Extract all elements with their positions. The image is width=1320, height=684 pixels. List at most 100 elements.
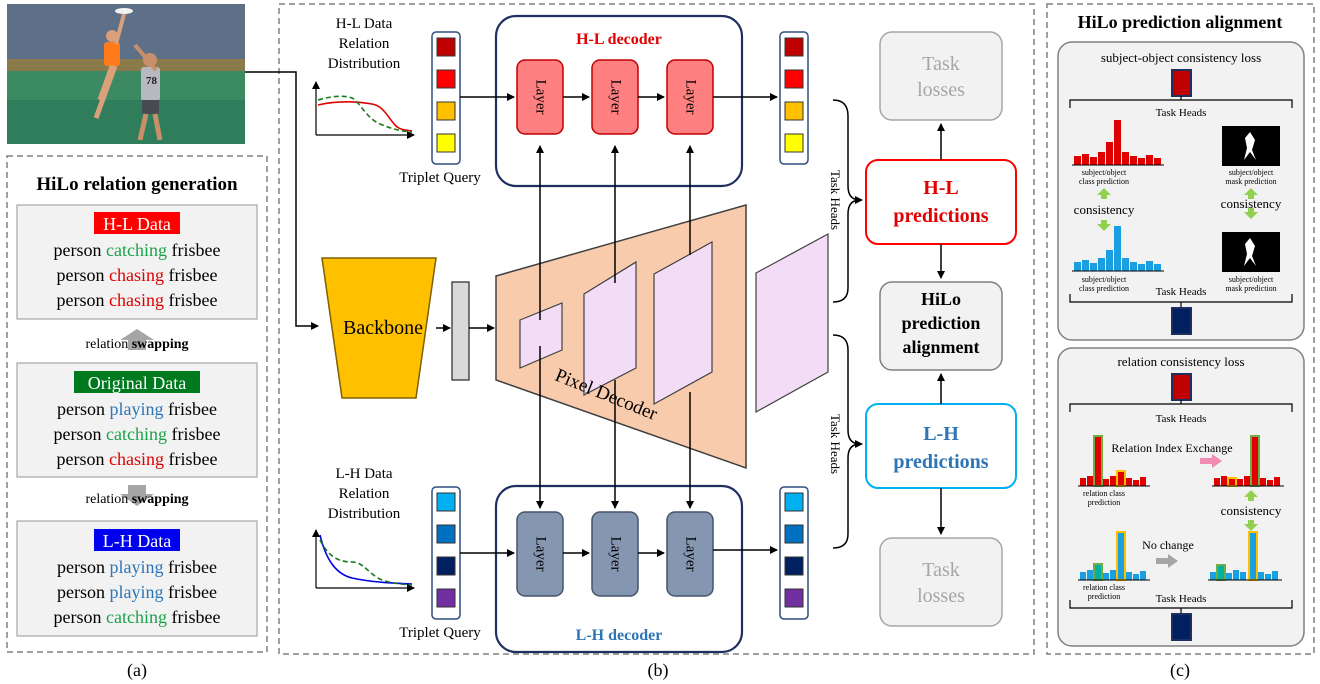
pixel-feature-3 — [653, 240, 713, 406]
swap-down-label: relation swapping — [85, 492, 188, 507]
hl-output-query — [779, 31, 809, 165]
hl-query-token-3 — [436, 101, 456, 121]
lh-head-token — [1171, 307, 1192, 335]
hl-distribution-label-2: Relation — [339, 36, 390, 52]
hl-task-heads-label: Task Heads — [828, 170, 843, 230]
svg-text:mask prediction: mask prediction — [1225, 177, 1276, 186]
lh-data-box: L-H Data person playing frisbee person p… — [16, 520, 258, 637]
hl-data-header-bg — [94, 212, 180, 234]
feature-map-bar — [451, 281, 470, 381]
relation-consistency-box: relation consistency loss Task Heads Rel… — [1057, 347, 1305, 647]
lh-output-token-4 — [784, 588, 804, 608]
rel-consistency-label: consistency — [1221, 503, 1282, 518]
hl-task-heads-brace: Task Heads — [828, 99, 861, 303]
panel-c-caption: (c) — [1170, 660, 1190, 681]
svg-text:subject/object: subject/object — [1229, 275, 1274, 284]
lh-data-line-2: person playing frisbee — [57, 582, 217, 602]
so-consistency-label-left: consistency — [1074, 202, 1135, 217]
lh-query-token-1 — [436, 492, 456, 512]
lh-head-token-2 — [1171, 613, 1192, 641]
lh-output-token-2 — [784, 524, 804, 544]
lh-data-header-bg — [94, 529, 180, 551]
so-task-heads-top: Task Heads — [1156, 107, 1207, 119]
lh-output-query — [779, 486, 809, 620]
backbone-label: Backbone — [343, 317, 423, 339]
relation-index-exchange-arrow — [1200, 454, 1222, 468]
svg-text:alignment: alignment — [902, 337, 979, 357]
rel-consistency-arrows — [1244, 490, 1258, 531]
lh-task-losses: Task losses — [879, 537, 1003, 627]
lh-triplet-query: Triplet Query — [399, 486, 481, 641]
hl-query-token-1 — [436, 37, 456, 57]
hl-layer-1: Layer — [516, 59, 564, 135]
svg-text:Task: Task — [922, 53, 959, 75]
panel-c-border — [1046, 3, 1315, 655]
lh-layer-2: Layer — [591, 511, 639, 597]
hl-output-token-2 — [784, 69, 804, 89]
original-data-box: Original Data person playing frisbee per… — [16, 362, 258, 478]
lh-task-heads-brace: Task Heads — [828, 334, 861, 549]
hl-distribution-label-3: Distribution — [328, 56, 401, 72]
swap-up-arrow: relation swapping — [85, 329, 189, 352]
so-blue-class-histogram — [1072, 226, 1164, 272]
input-photo: 78 — [7, 4, 245, 144]
hl-data-line-3: person chasing frisbee — [57, 290, 218, 310]
panel-a-title: HiLo relation generation — [36, 174, 238, 195]
hl-data-line-2: person chasing frisbee — [57, 265, 218, 285]
so-task-heads-bottom: Task Heads — [1156, 286, 1207, 298]
svg-text:Layer: Layer — [608, 537, 624, 572]
hl-curve-green — [317, 95, 413, 133]
svg-text:H-L: H-L — [923, 177, 959, 199]
swap-down-arrow: relation swapping — [85, 485, 189, 507]
svg-text:relation class: relation class — [1083, 489, 1125, 498]
rel-red-histogram-right — [1212, 435, 1284, 487]
hl-head-token — [1171, 69, 1192, 97]
lh-data-line-1: person playing frisbee — [57, 557, 217, 577]
hl-data-line-1: person catching frisbee — [54, 240, 221, 260]
panel-b-caption: (b) — [648, 660, 669, 681]
hl-query-token-4 — [436, 133, 456, 153]
panel-c-title: HiLo prediction alignment — [1078, 12, 1283, 32]
svg-text:HiLo: HiLo — [921, 289, 961, 309]
pixel-decoder: Pixel Decoder — [495, 204, 747, 470]
rel-task-heads-bottom: Task Heads — [1156, 593, 1207, 605]
lh-decoder-title: L-H decoder — [576, 627, 663, 644]
rel-teal-histogram-right — [1208, 531, 1282, 581]
svg-text:class prediction: class prediction — [1079, 284, 1129, 293]
svg-text:losses: losses — [917, 79, 965, 101]
so-mask-bottom — [1222, 232, 1280, 272]
lh-triplet-query-label: Triplet Query — [399, 625, 481, 641]
pixel-feature-2 — [583, 260, 637, 396]
svg-text:Layer: Layer — [533, 80, 549, 115]
rel-task-heads-top: Task Heads — [1156, 413, 1207, 425]
lh-query-token-3 — [436, 556, 456, 576]
no-change-arrow — [1156, 554, 1178, 568]
svg-text:mask prediction: mask prediction — [1225, 284, 1276, 293]
lh-curve-green — [319, 539, 413, 586]
pixel-output-feature — [755, 232, 829, 414]
svg-text:subject/object: subject/object — [1229, 168, 1274, 177]
svg-text:prediction: prediction — [1088, 498, 1120, 507]
right-column-arrows — [855, 123, 945, 535]
svg-text:Layer: Layer — [608, 80, 624, 115]
lh-layer-1: Layer — [516, 511, 564, 597]
svg-text:78: 78 — [146, 75, 158, 87]
hl-output-token-4 — [784, 133, 804, 153]
panel-a-border — [6, 155, 268, 653]
svg-text:losses: losses — [917, 585, 965, 607]
hl-layer-2: Layer — [591, 59, 639, 135]
subject-object-consistency-box: subject-object consistency loss Task Hea… — [1057, 41, 1305, 341]
svg-text:subject/object: subject/object — [1082, 275, 1127, 284]
lh-layer-3: Layer — [666, 511, 714, 597]
so-consistency-arrows — [1097, 188, 1258, 231]
cross-attention-arrows — [536, 145, 694, 509]
hl-triplet-query-label: Triplet Query — [399, 170, 481, 186]
hl-decoder: H-L decoder Layer Layer Layer — [460, 14, 778, 188]
rel-consistency-title: relation consistency loss — [1117, 354, 1244, 369]
lh-predictions: L-H predictions — [865, 403, 1017, 489]
lh-output-token-3 — [784, 556, 804, 576]
lh-query-token-4 — [436, 588, 456, 608]
hl-output-token-3 — [784, 101, 804, 121]
no-change-label: No change — [1142, 538, 1194, 552]
hl-data-box: H-L Data person catching frisbee person … — [16, 204, 258, 320]
